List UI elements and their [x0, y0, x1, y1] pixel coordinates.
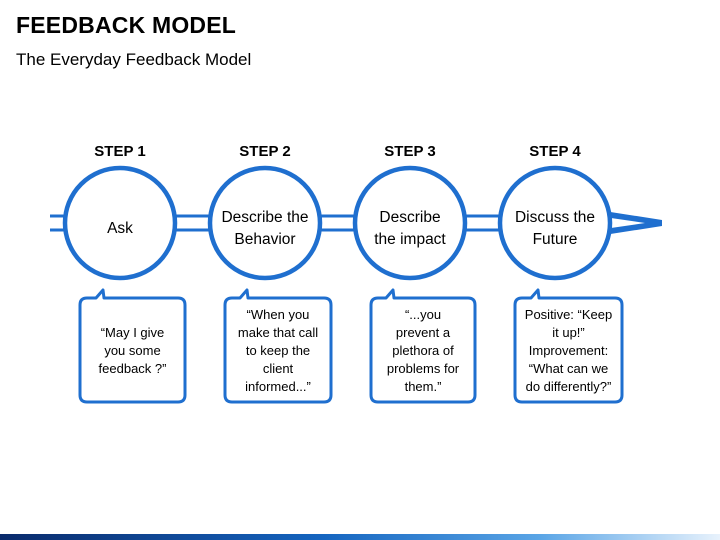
step-1-label: STEP 1	[94, 143, 146, 160]
step-2-bubble-text: “When you make that call to keep the cli…	[237, 307, 319, 394]
arrow-head-inner	[604, 217, 645, 229]
step-3-label: STEP 3	[384, 143, 436, 160]
step-2-label: STEP 2	[239, 143, 291, 160]
page-title: FEEDBACK MODEL	[16, 12, 237, 38]
step-4-bubble-text: Positive: “Keep it up!” Improvement: “Wh…	[524, 307, 613, 394]
step-1-bubble-text: “May I give you some feedback ?”	[98, 325, 167, 376]
step-4-circle-text: Discuss the Future	[514, 209, 596, 248]
step-4-label: STEP 4	[529, 143, 581, 160]
step-2-circle	[207, 165, 323, 281]
bottom-gradient-bar	[0, 534, 720, 540]
step-1-circle	[62, 165, 178, 281]
step-1-circle-text: Ask	[107, 220, 133, 237]
step-4-speech-bubble	[513, 288, 624, 404]
step-4-circle	[497, 165, 613, 281]
page-subtitle: The Everyday Feedback Model	[16, 50, 252, 69]
step-2-speech-bubble	[223, 288, 333, 404]
step-3-speech-bubble	[369, 288, 477, 404]
step-3-circle	[352, 165, 468, 281]
step-3-bubble-text: “...you prevent a plethora of problems f…	[386, 307, 460, 394]
step-3-circle-text: Describe the impact	[374, 209, 446, 248]
step-2-circle-text: Describe the Behavior	[221, 209, 309, 248]
step-1-speech-bubble	[78, 288, 187, 404]
